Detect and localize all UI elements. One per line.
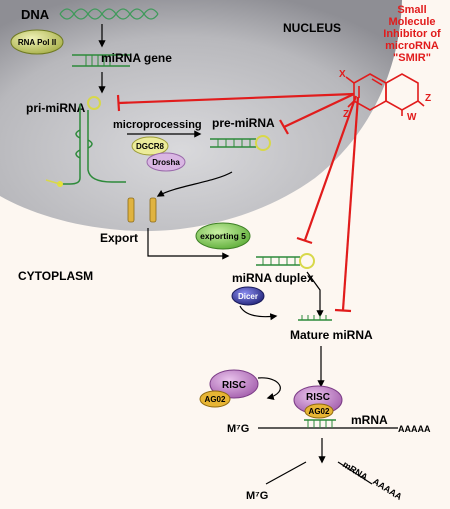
mirna-duplex-shape [256,253,315,269]
mrna-label-1: mRNA [351,413,388,427]
risc-label-2: RISC [306,392,330,403]
smir-z-label-1: Z [343,109,349,120]
arrow-to-export [156,171,233,197]
nuclear-pore [127,197,157,223]
m7g-label-2: M⁷G [246,490,268,502]
smir-title-line-1: Small [397,4,426,16]
inhibition-lines [116,92,360,313]
ag02-label-1: AG02 [205,395,226,404]
smir-title-line-2: Molecule [388,16,435,28]
mirna-duplex-label: miRNA duplex [232,271,314,285]
dicer-label: Dicer [238,292,258,301]
pre-mirna-hairpin [210,135,271,151]
mrna-pairing [304,419,336,428]
mature-mirna-shape [298,315,332,321]
ag02-blob-2 [304,403,334,419]
rna-pol-ii-label: RNA Pol II [18,38,56,47]
mirna-gene-shape [72,54,130,67]
m7g-label-1: M⁷G [227,423,249,435]
risc-label-1: RISC [222,380,246,391]
dna-label: DNA [21,7,50,22]
dgcr8-blob [131,136,169,156]
smir-molecule-structure [345,73,425,116]
inhibit-mature [334,96,360,313]
inhibit-pri-mirna [116,92,355,112]
smir-w-label: W [407,112,417,123]
exporting5-blob [195,222,251,250]
ag02-label-2: AG02 [309,407,330,416]
inhibit-export [296,95,358,245]
smir-title-line-5: "SMIR" [393,52,431,64]
drosha-blob [146,152,186,172]
mirna-gene-label: miRNA gene [101,51,172,65]
arrow-duplex-to-mature [306,271,324,318]
smir-title-line-4: microRNA [385,40,439,52]
aaaaa-label-1: AAAAA [398,424,431,434]
export-label: Export [100,231,138,245]
pre-mirna-label: pre-miRNA [212,116,275,130]
smir-title-line-3: Inhibitor of [383,28,441,40]
smir-z-label-2: Z [425,93,431,104]
nucleus-label: NUCLEUS [283,21,341,35]
smir-title: Small Molecule Inhibitor of microRNA "SM… [383,4,441,64]
smir-x-label: X [339,69,346,80]
exporting5-label: exporting 5 [200,231,246,241]
nucleus-region [0,0,402,232]
aaaaa-label-2: AAAAA [371,476,404,502]
pri-mirna-label: pri-miRNA [26,101,86,115]
mrna-label-2: mRNA [341,459,370,482]
rna-pol-ii-blob [10,29,64,55]
microprocessing-label: microprocessing [113,119,202,131]
cleaved-fragment-left [265,461,307,485]
dna-helix [59,8,159,20]
drosha-label: Drosha [152,158,180,167]
risc-blob-1 [209,369,259,399]
dgcr8-label: DGCR8 [136,142,165,151]
mature-mirna-label: Mature miRNA [290,328,373,342]
arrow-risc-loading [257,377,281,400]
inhibit-pre-mirna [279,93,355,135]
cytoplasm-label: CYTOPLASM [18,269,93,283]
cleaved-fragment-right [337,461,373,485]
arrow-export-to-cytoplasm [147,228,230,260]
ag02-blob-1 [199,390,231,408]
dicer-blob [231,286,265,306]
arrow-dicer [239,305,278,321]
pri-mirna-hairpin [45,96,126,187]
